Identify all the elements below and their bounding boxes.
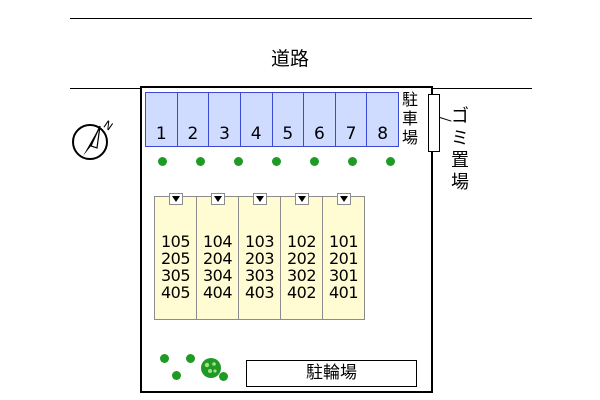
entrance-arrow-icon (210, 193, 225, 205)
unit-column-105: 105 205 305 405 (154, 193, 197, 320)
tree-dot (272, 157, 281, 166)
room-number: 203 (244, 249, 275, 268)
unit-column-102: 102 202 302 402 (280, 193, 323, 320)
room-number: 204 (202, 249, 233, 268)
tree-dot (160, 354, 169, 363)
parking-space: 4 (241, 93, 273, 146)
parking-label: 駐 車 場 (399, 90, 421, 147)
room-number: 305 (160, 266, 191, 285)
parking-space-number: 4 (250, 124, 262, 144)
parking-label-char: 車 (401, 109, 418, 128)
tree-icon (200, 357, 222, 379)
tree-dot (386, 157, 395, 166)
room-number: 201 (328, 249, 359, 268)
room-number: 401 (328, 283, 359, 302)
tree-dot (219, 372, 228, 381)
room-number: 402 (286, 283, 317, 302)
entrance-arrow-icon (252, 193, 267, 205)
room-number: 303 (244, 266, 275, 285)
parking-space: 6 (304, 93, 336, 146)
tree-dot (310, 157, 319, 166)
room-number: 405 (160, 283, 191, 302)
room-number: 403 (244, 283, 275, 302)
entrance-arrow-icon (294, 193, 309, 205)
parking-space-number: 2 (187, 124, 199, 144)
parking-space-number: 7 (345, 124, 357, 144)
parking-space: 8 (367, 93, 398, 146)
parking-space: 5 (273, 93, 305, 146)
parking-label-char: 場 (401, 128, 418, 147)
parking-space-number: 5 (282, 124, 294, 144)
tree-dot (196, 157, 205, 166)
room-number: 103 (244, 232, 275, 251)
tree-dot (186, 354, 195, 363)
garbage-label-char: ミ (451, 128, 469, 149)
parking-space-number: 8 (377, 124, 389, 144)
parking-area: 1 2 3 4 5 6 7 8 (145, 92, 399, 147)
room-number: 205 (160, 249, 191, 268)
parking-space: 3 (209, 93, 241, 146)
garbage-label-char: 置 (451, 150, 469, 171)
room-number: 404 (202, 283, 233, 302)
entrance-arrow-icon (336, 193, 351, 205)
garbage-area-label: ゴ ミ 置 場 (449, 106, 471, 194)
parking-space: 7 (336, 93, 368, 146)
bicycle-parking: 駐輪場 (246, 360, 417, 387)
room-number: 304 (202, 266, 233, 285)
garbage-area-box (428, 94, 440, 152)
room-number: 104 (202, 232, 233, 251)
parking-space-number: 6 (314, 124, 325, 144)
room-number: 302 (286, 266, 317, 285)
road-edge-bottom-left (70, 88, 142, 89)
apartment-building: 105 205 305 405 104 204 304 404 103 203 … (154, 193, 365, 320)
north-compass-icon: N (70, 117, 116, 163)
unit-column-104: 104 204 304 404 (196, 193, 239, 320)
room-number: 301 (328, 266, 359, 285)
unit-column-101: 101 201 301 401 (322, 193, 365, 320)
room-number: 202 (286, 249, 317, 268)
garbage-label-char: ゴ (451, 106, 469, 127)
tree-dot (158, 157, 167, 166)
road-edge-top (70, 18, 532, 19)
road-label: 道路 (270, 48, 309, 70)
tree-dot (172, 371, 181, 380)
room-number: 102 (286, 232, 317, 251)
parking-space: 1 (146, 93, 178, 146)
parking-label-char: 駐 (401, 90, 418, 109)
room-number: 101 (328, 232, 359, 251)
garbage-label-char: 場 (451, 172, 469, 193)
unit-column-103: 103 203 303 403 (238, 193, 281, 320)
room-number: 105 (160, 232, 191, 251)
entrance-arrow-icon (168, 193, 183, 205)
parking-space-number: 3 (219, 124, 230, 144)
parking-space: 2 (178, 93, 210, 146)
tree-dot (348, 157, 357, 166)
tree-dot (234, 157, 243, 166)
parking-space-number: 1 (155, 124, 167, 144)
road-edge-bottom-right (433, 88, 532, 89)
